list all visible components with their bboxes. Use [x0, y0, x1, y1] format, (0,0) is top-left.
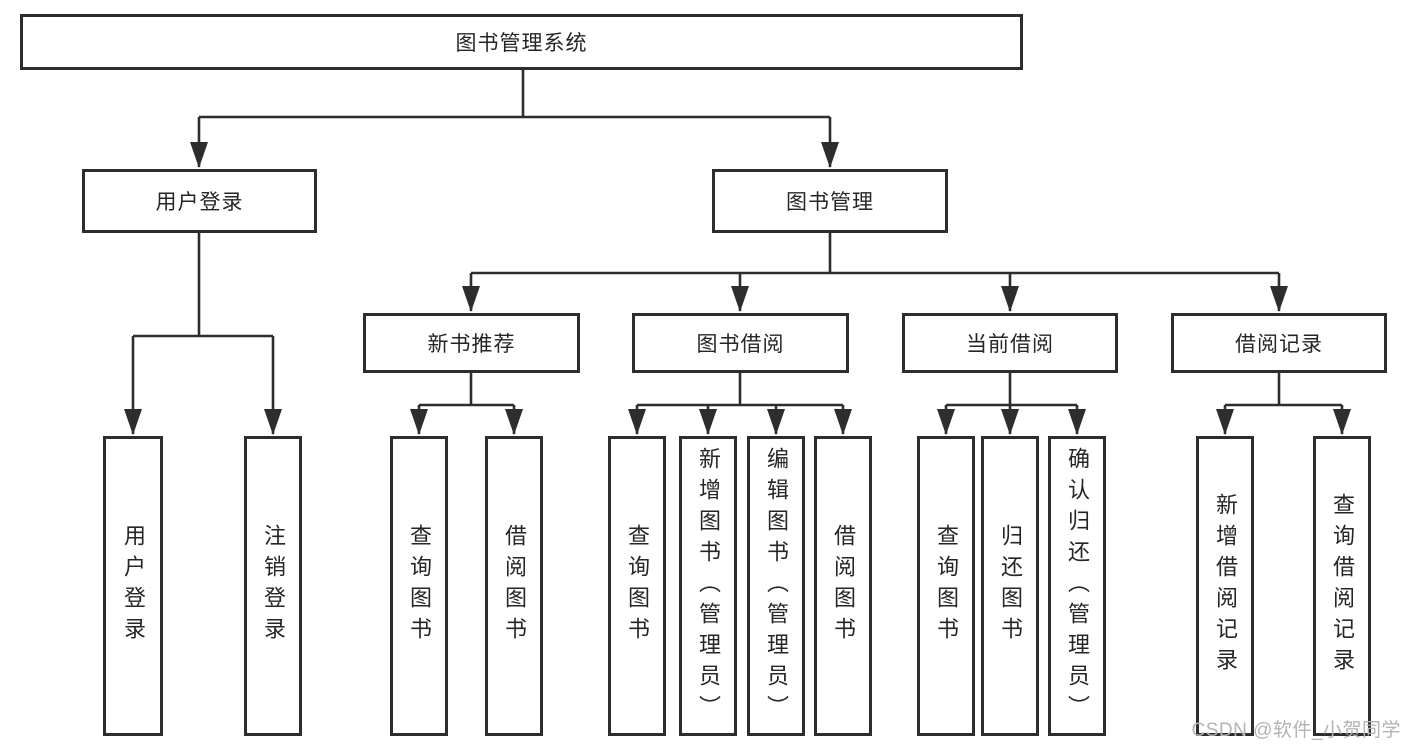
node-user-login: 用户登录	[82, 169, 317, 233]
node-borrowing-records: 借阅记录	[1171, 313, 1387, 373]
node-edit-books-admin: 编辑图书（管理员）	[747, 436, 805, 736]
node-borrow-books-action-label: 借阅图书	[831, 524, 856, 648]
node-new-book-recommend: 新书推荐	[363, 313, 580, 373]
node-confirm-return-admin: 确认归还（管理员）	[1048, 436, 1106, 736]
node-system-root-label: 图书管理系统	[455, 32, 588, 55]
node-user-login-action: 用户登录	[103, 436, 163, 736]
node-query-books-borrow: 查询图书	[608, 436, 666, 736]
node-query-borrow-record: 查询借阅记录	[1313, 436, 1371, 736]
node-borrow-books-recommend-label: 借阅图书	[502, 524, 527, 648]
node-add-books-admin: 新增图书（管理员）	[679, 436, 737, 736]
node-query-books-borrow-label: 查询图书	[625, 524, 650, 648]
node-book-borrowing-label: 图书借阅	[696, 333, 785, 356]
node-query-books-recommend: 查询图书	[390, 436, 448, 736]
node-system-root: 图书管理系统	[20, 14, 1023, 70]
node-logout-action: 注销登录	[244, 436, 302, 736]
node-query-books-current-label: 查询图书	[934, 524, 959, 648]
node-add-borrow-record: 新增借阅记录	[1196, 436, 1254, 736]
csdn-watermark: CSDN @软件_小贺同学	[1191, 720, 1401, 741]
node-edit-books-admin-label: 编辑图书（管理员）	[764, 446, 789, 726]
node-query-borrow-record-label: 查询借阅记录	[1330, 493, 1355, 679]
node-borrow-books-action: 借阅图书	[814, 436, 872, 736]
node-borrowing-records-label: 借阅记录	[1235, 333, 1323, 356]
node-logout-action-label: 注销登录	[261, 524, 286, 648]
node-borrow-books-recommend: 借阅图书	[485, 436, 543, 736]
node-new-book-recommend-label: 新书推荐	[427, 333, 516, 356]
node-query-books-recommend-label: 查询图书	[407, 524, 432, 648]
node-book-management: 图书管理	[712, 169, 948, 233]
node-return-books: 归还图书	[981, 436, 1039, 736]
node-confirm-return-admin-label: 确认归还（管理员）	[1065, 446, 1090, 726]
node-query-books-current: 查询图书	[917, 436, 975, 736]
node-book-borrowing: 图书借阅	[632, 313, 849, 373]
node-add-borrow-record-label: 新增借阅记录	[1213, 493, 1238, 679]
node-user-login-label: 用户登录	[155, 191, 244, 214]
node-add-books-admin-label: 新增图书（管理员）	[696, 446, 721, 726]
node-user-login-action-label: 用户登录	[121, 524, 146, 648]
node-return-books-label: 归还图书	[998, 524, 1023, 648]
node-current-borrowing: 当前借阅	[902, 313, 1118, 373]
node-book-management-label: 图书管理	[786, 191, 874, 214]
node-current-borrowing-label: 当前借阅	[966, 333, 1054, 356]
